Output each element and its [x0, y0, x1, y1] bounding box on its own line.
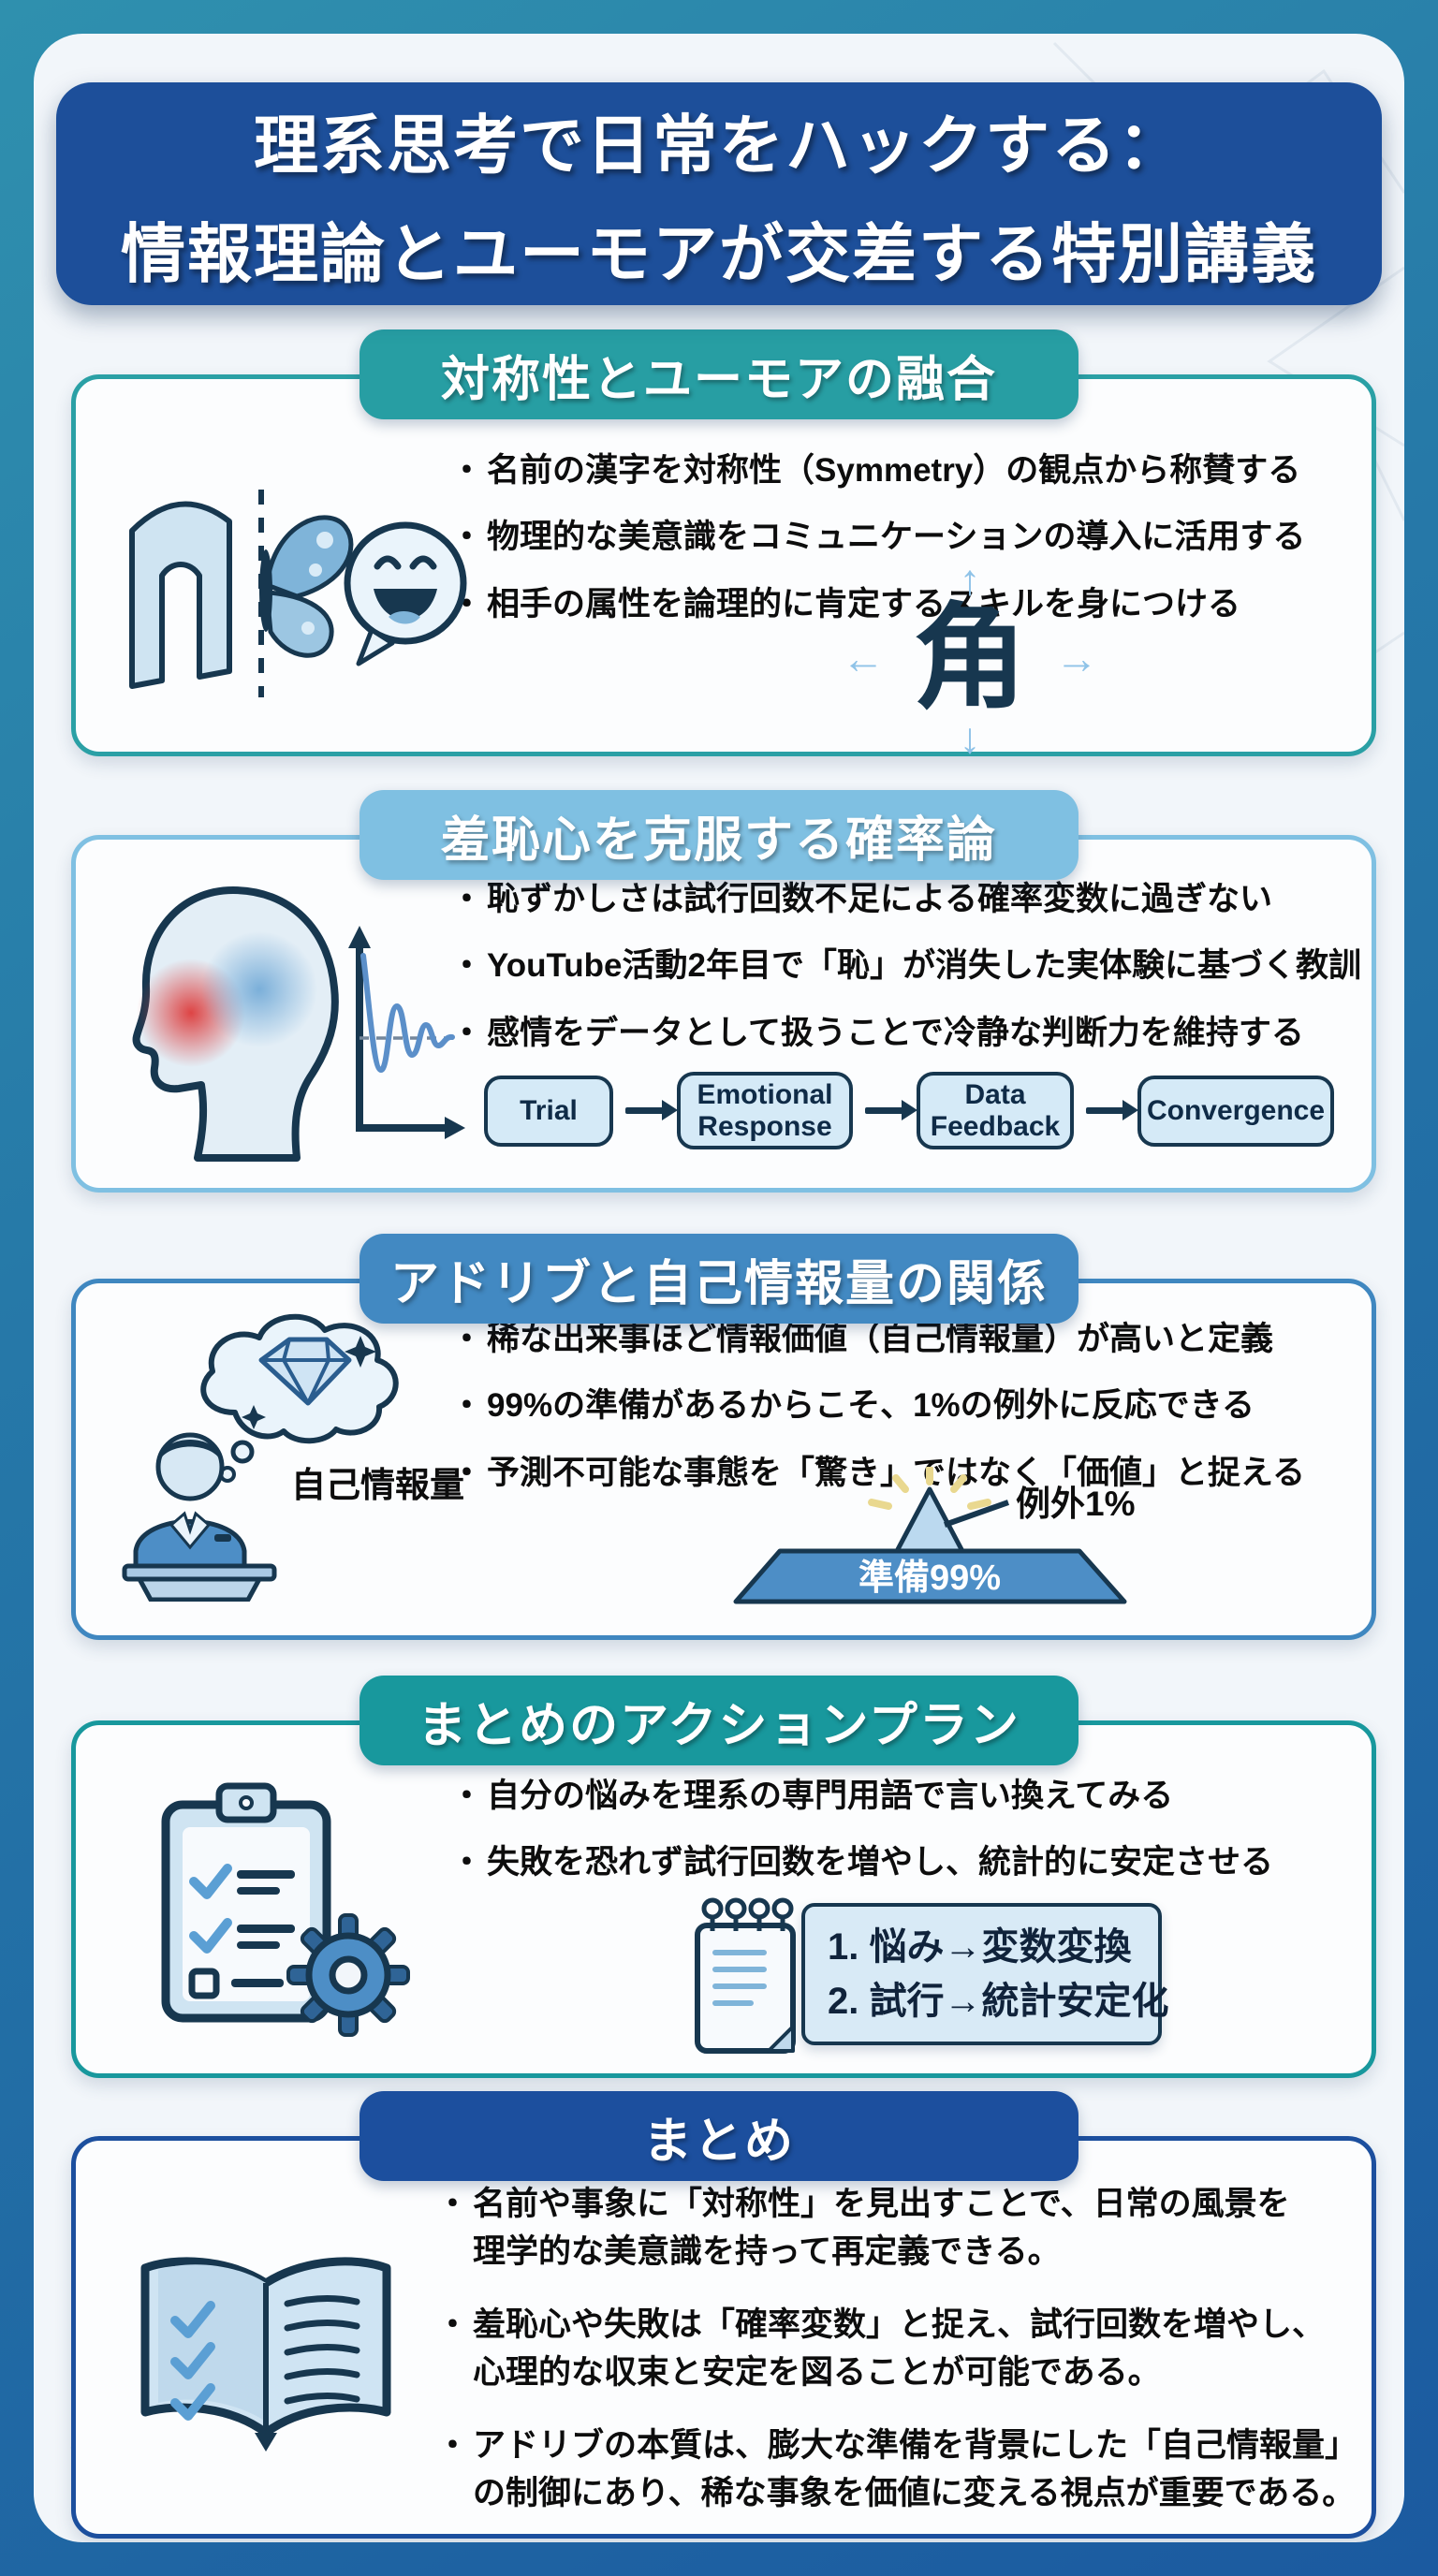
section-4-header-label: まとめのアクションプラン	[418, 1698, 1020, 1753]
speaker-podium-icon: 自己情報量	[122, 1313, 464, 1602]
bullet-text: 物理的な美意識をコミュニケーションの導入に活用する	[487, 519, 1306, 556]
kanji-symmetry-figure: 角	[815, 571, 1124, 744]
section-5-card: ・名前や事象に「対称性」を見出すことで、日常の風景を 理学的な美意識を持って再定…	[71, 2136, 1376, 2539]
title-line-1: 理系思考で日常をハックする：	[254, 110, 1184, 182]
speaker-figure	[133, 1432, 247, 1569]
section-1-header-label: 対称性とユーモアの融合	[440, 352, 997, 407]
self-information-label: 自己情報量	[291, 1466, 464, 1504]
notepad-icon	[695, 1897, 796, 2054]
bullet-item: ・稀な出来事ほど情報価値（自己情報量）が高いと定義	[450, 1315, 1305, 1363]
laughing-eye-left	[374, 555, 402, 570]
preparation-label: 準備99%	[858, 1559, 1001, 1598]
bullet-text: アドリブの本質は、膨大な準備を背景にした「自己情報量」 の制御にあり、稀な事象を…	[473, 2426, 1358, 2512]
section-4-card: ・自分の悩みを理系の専門用語で言い換えてみる ・失敗を恐れず試行回数を増やし、統…	[71, 1720, 1376, 2078]
flow-step-data-feedback: Data Feedback	[917, 1072, 1074, 1150]
section-2-card: ・恥ずかしさは試行回数不足による確率変数に過ぎない ・YouTube活動2年目で…	[71, 835, 1376, 1193]
laughing-mouth	[374, 589, 437, 620]
bullet-item: ・予測不可能な事態を「驚き」ではなく「価値」と捉える	[450, 1449, 1305, 1497]
head-profile-oscillation-icon	[132, 886, 465, 1162]
bullet-text: YouTube活動2年目で「恥」が消失した実体験に基づく教訓	[487, 947, 1361, 985]
section-5-header-label: まとめ	[642, 2114, 795, 2169]
bullet-item: ・恥ずかしさは試行回数不足による確率変数に過ぎない	[450, 875, 1361, 923]
sparkle-rays	[868, 1467, 991, 1510]
bullet-item: ・アドリブの本質は、膨大な準備を背景にした「自己情報量」 の制御にあり、稀な事象…	[436, 2422, 1357, 2518]
butterfly-body	[259, 549, 272, 632]
open-book-icon	[140, 2257, 391, 2452]
half-letter-shape	[129, 501, 232, 689]
bullet-item: ・YouTube活動2年目で「恥」が消失した実体験に基づく教訓	[450, 942, 1361, 989]
bullet-item: ・99%の準備があるからこそ、1%の例外に反応できる	[450, 1382, 1305, 1429]
exception-label: 例外1%	[1016, 1485, 1135, 1523]
bullet-text: 感情をデータとして扱うことで冷静な判断力を維持する	[487, 1014, 1304, 1051]
butterfly-lower-wing	[264, 590, 334, 658]
kanji-character: 角	[913, 593, 1027, 722]
section-3-bullet-list: ・稀な出来事ほど情報価値（自己情報量）が高いと定義 ・99%の準備があるからこそ…	[450, 1315, 1305, 1497]
section-2-header-label: 羞恥心を克服する確率論	[440, 812, 997, 868]
section-4-bullet-list: ・自分の悩みを理系の専門用語で言い換えてみる ・失敗を恐れず試行回数を増やし、統…	[450, 1772, 1273, 1887]
bullet-text: 失敗を恐れず試行回数を増やし、統計的に安定させる	[487, 1844, 1274, 1881]
bullet-item: ・羞恥心や失敗は「確率変数」と捉え、試行回数を増やし、 心理的な収束と安定を図る…	[436, 2301, 1357, 2397]
bullet-text: 羞恥心や失敗は「確率変数」と捉え、試行回数を増やし、 心理的な収束と安定を図るこ…	[473, 2305, 1326, 2392]
preparation-base-trapezoid	[733, 1548, 1127, 1604]
gear	[286, 1913, 410, 2037]
title-line-2: 情報理論とユーモアが交差する特別講義	[121, 218, 1317, 290]
section-2-header-pill: 羞恥心を克服する確率論	[360, 790, 1078, 880]
laughing-eye-right	[409, 555, 437, 570]
bullet-text: 恥ずかしさは試行回数不足による確率変数に過ぎない	[487, 881, 1272, 917]
podium	[122, 1563, 277, 1602]
flow-arrow-icon	[1086, 1100, 1138, 1121]
exception-pointer-line	[944, 1500, 1009, 1528]
section-4-header-pill: まとめのアクションプラン	[360, 1676, 1078, 1765]
speech-bubble-tail	[356, 627, 395, 666]
arrow-right-icon	[1055, 637, 1098, 680]
section-3-header-label: アドリブと自己情報量の関係	[389, 1256, 1048, 1311]
pyramid-diagram: 例外1% 準備99%	[733, 1467, 1135, 1604]
bullet-text: 名前や事象に「対称性」を見出すことで、日常の風景を 理学的な美意識を持って再定義…	[473, 2186, 1290, 2271]
sparkle	[242, 1405, 266, 1429]
note-item: 2. 試行→統計安定化	[828, 1981, 1169, 2022]
section-2-bullet-list: ・恥ずかしさは試行回数不足による確率変数に過ぎない ・YouTube活動2年目で…	[450, 875, 1361, 1057]
butterfly-upper-wing	[264, 515, 354, 599]
bullet-text: 名前の漢字を対称性（Symmetry）の観点から称賛する	[487, 452, 1301, 489]
bullet-item: ・名前や事象に「対称性」を見出すことで、日常の風景を 理学的な美意識を持って再定…	[436, 2180, 1357, 2276]
section-1-header-pill: 対称性とユーモアの融合	[360, 329, 1078, 419]
bullet-text: 稀な出来事ほど情報価値（自己情報量）が高いと定義	[487, 1321, 1274, 1357]
flow-arrow-icon	[625, 1100, 678, 1121]
section-5-bullet-list: ・名前や事象に「対称性」を見出すことで、日常の風景を 理学的な美意識を持って再定…	[436, 2180, 1357, 2518]
flow-step-emotional-response: Emotional Response	[677, 1072, 853, 1150]
flow-step-convergence: Convergence	[1137, 1075, 1334, 1147]
speech-bubble	[344, 521, 467, 645]
mirror-symmetry-icon	[129, 490, 467, 697]
flow-step-trial: Trial	[484, 1075, 613, 1147]
sparkle	[345, 1336, 376, 1368]
bullet-text: 予測不可能な事態を「驚き」ではなく「価値」と捉える	[487, 1454, 1305, 1491]
arrow-down-icon	[960, 716, 981, 759]
note-item: 1. 悩み→変数変換	[828, 1926, 1132, 1968]
bullet-item: ・名前の漢字を対称性（Symmetry）の観点から称賛する	[450, 446, 1305, 494]
clipboard-gear-icon	[161, 1782, 410, 2037]
bullet-text: 相手の属性を論理的に肯定するスキルを身につける	[487, 585, 1241, 622]
arrow-left-icon	[842, 637, 885, 680]
bullet-item: ・自分の悩みを理系の専門用語で言い換えてみる	[450, 1772, 1273, 1820]
damped-oscillation-graph	[348, 926, 465, 1139]
content-panel: 理系思考で日常をハックする： 情報理論とユーモアが交差する特別講義 対称性とユー…	[34, 34, 1404, 2542]
bullet-item: ・失敗を恐れず試行回数を増やし、統計的に安定させる	[450, 1838, 1273, 1886]
bullet-item: ・物理的な美意識をコミュニケーションの導入に活用する	[450, 513, 1305, 561]
section-5-header-pill: まとめ	[360, 2091, 1078, 2181]
thought-cloud	[200, 1313, 399, 1483]
section-3-header-pill: アドリブと自己情報量の関係	[360, 1234, 1078, 1324]
bullet-item: ・感情をデータとして扱うことで冷静な判断力を維持する	[450, 1009, 1361, 1057]
action-note-box: 1. 悩み→変数変換 2. 試行→統計安定化	[801, 1903, 1169, 2045]
flow-arrow-icon	[865, 1100, 917, 1121]
flow-diagram: Trial Emotional Response Data Feedback C…	[484, 1072, 1334, 1150]
section-1-card: ・名前の漢字を対称性（Symmetry）の観点から称賛する ・物理的な美意識をコ…	[71, 374, 1376, 756]
title-banner: 理系思考で日常をハックする： 情報理論とユーモアが交差する特別講義	[56, 82, 1382, 305]
bullet-text: 99%の準備があるからこそ、1%の例外に反応できる	[487, 1387, 1255, 1425]
section-3-card: ・稀な出来事ほど情報価値（自己情報量）が高いと定義 ・99%の準備があるからこそ…	[71, 1279, 1376, 1640]
tongue	[389, 611, 420, 624]
bullet-text: 自分の悩みを理系の専門用語で言い換えてみる	[487, 1778, 1174, 1814]
bullet-item: ・相手の属性を論理的に肯定するスキルを身につける	[450, 580, 1305, 628]
